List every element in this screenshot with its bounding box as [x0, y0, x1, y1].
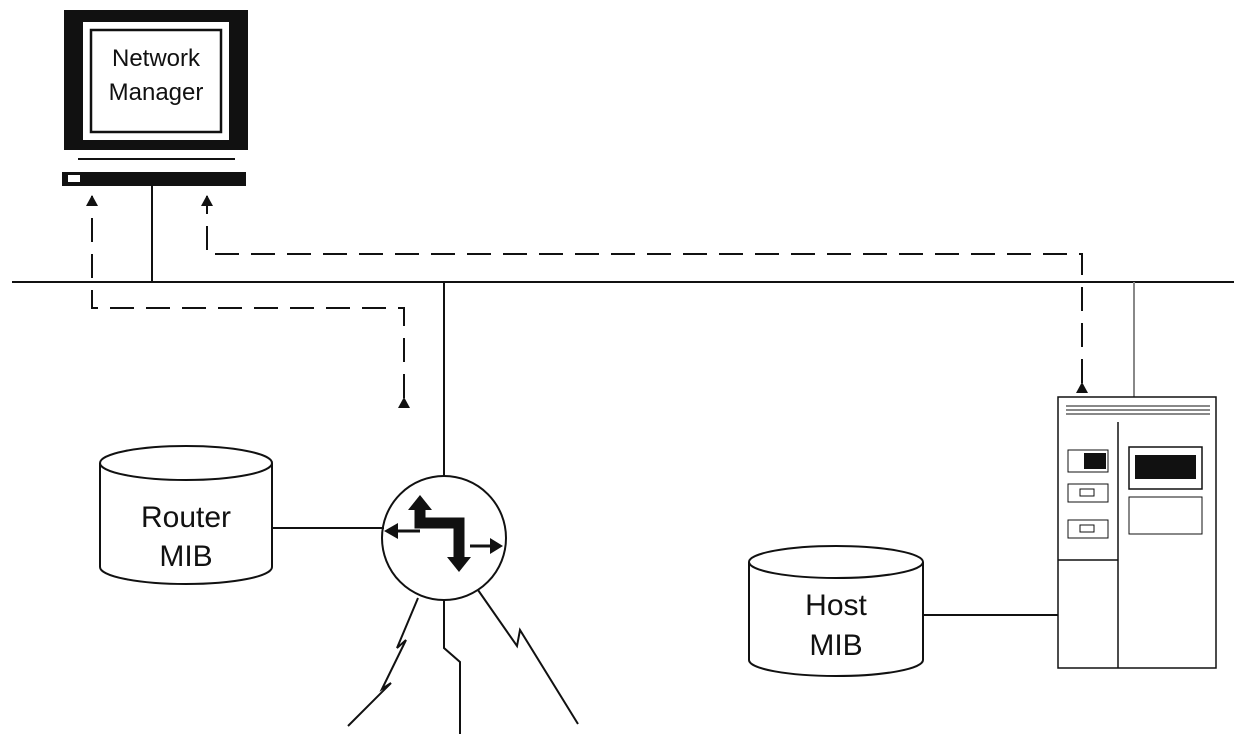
- host-mib-database: Host MIB: [749, 546, 923, 676]
- host-mib-label-line1: Host: [805, 589, 867, 622]
- flow-arrow-router-to-manager: [92, 196, 404, 398]
- host-mib-label-line2: MIB: [809, 629, 862, 662]
- network-manager-label-line1: Network: [112, 45, 201, 72]
- flow-arrow-host-to-manager: [207, 196, 1082, 383]
- wan-link-center: [444, 600, 460, 734]
- wan-link-left: [348, 598, 418, 726]
- network-manager-label-line2: Manager: [109, 79, 204, 106]
- keyboard-base: [62, 172, 246, 186]
- power-indicator: [68, 175, 80, 182]
- wan-link-right: [478, 590, 578, 724]
- router-mib-label-line2: MIB: [159, 540, 212, 573]
- router-icon: [382, 476, 506, 600]
- router-mib-label-line1: Router: [141, 501, 231, 534]
- network-manager-workstation: Network Manager: [62, 10, 248, 282]
- router-mib-database: Router MIB: [100, 446, 272, 584]
